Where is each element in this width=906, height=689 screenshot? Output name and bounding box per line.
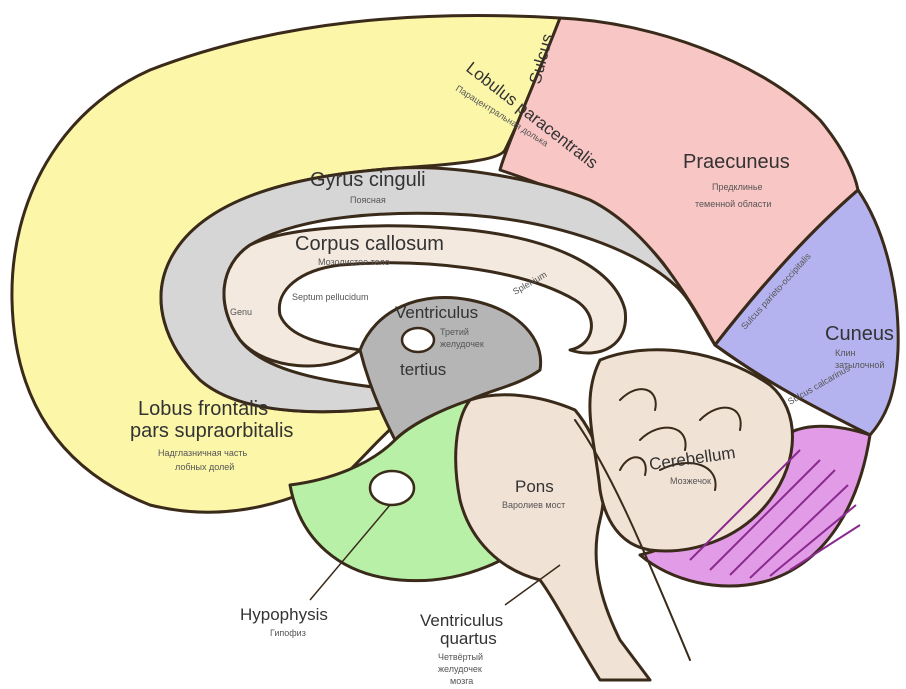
label-lobus-frontalis-2: pars supraorbitalis <box>130 420 293 442</box>
label-pons: Pons <box>515 477 554 496</box>
label-lobus-frontalis-ru-2: лобных долей <box>175 462 234 472</box>
label-cuneus-ru: Клин <box>835 348 856 358</box>
label-ventriculus-quartus-2: quartus <box>440 629 497 648</box>
label-lobus-frontalis-ru-1: Надглазничная часть <box>158 448 247 458</box>
label-lobus-frontalis-1: Lobus frontalis <box>138 398 268 420</box>
label-ventriculus-quartus-ru-1: Четвёртый <box>438 652 483 662</box>
massa-intermedia <box>402 328 434 352</box>
label-corpus-callosum: Corpus callosum <box>295 233 444 255</box>
label-hypophysis: Hypophysis <box>240 605 328 624</box>
label-tertius: tertius <box>400 360 446 379</box>
label-hypophysis-ru: Гипофиз <box>270 628 306 638</box>
label-genu: Genu <box>230 307 252 317</box>
label-ventriculus-quartus-ru-2: желудочек <box>438 664 482 674</box>
label-cerebellum-ru: Мозжечок <box>670 476 711 486</box>
label-praecuneus-ru-2: теменной области <box>695 199 771 209</box>
label-gyrus-cinguli: Gyrus cinguli <box>310 169 426 191</box>
label-corpus-callosum-ru: Мозолистое тело <box>318 257 390 267</box>
label-gyrus-cinguli-ru: Поясная <box>350 195 386 205</box>
label-ventriculus-quartus-1: Ventriculus <box>420 611 503 630</box>
label-praecuneus: Praecuneus <box>683 151 790 173</box>
label-praecuneus-ru-1: Предклинье <box>712 182 763 192</box>
label-pons-ru: Варолиев мост <box>502 500 565 510</box>
label-ventriculus-ru-2: желудочек <box>440 339 484 349</box>
label-ventriculus-quartus-ru-3: мозга <box>450 676 473 686</box>
label-ventriculus-ru-1: Третий <box>440 327 469 337</box>
hypophysis-gland <box>370 471 414 505</box>
label-cuneus: Cuneus <box>825 323 894 345</box>
label-septum: Septum pellucidum <box>292 292 369 302</box>
label-ventriculus: Ventriculus <box>395 303 478 322</box>
